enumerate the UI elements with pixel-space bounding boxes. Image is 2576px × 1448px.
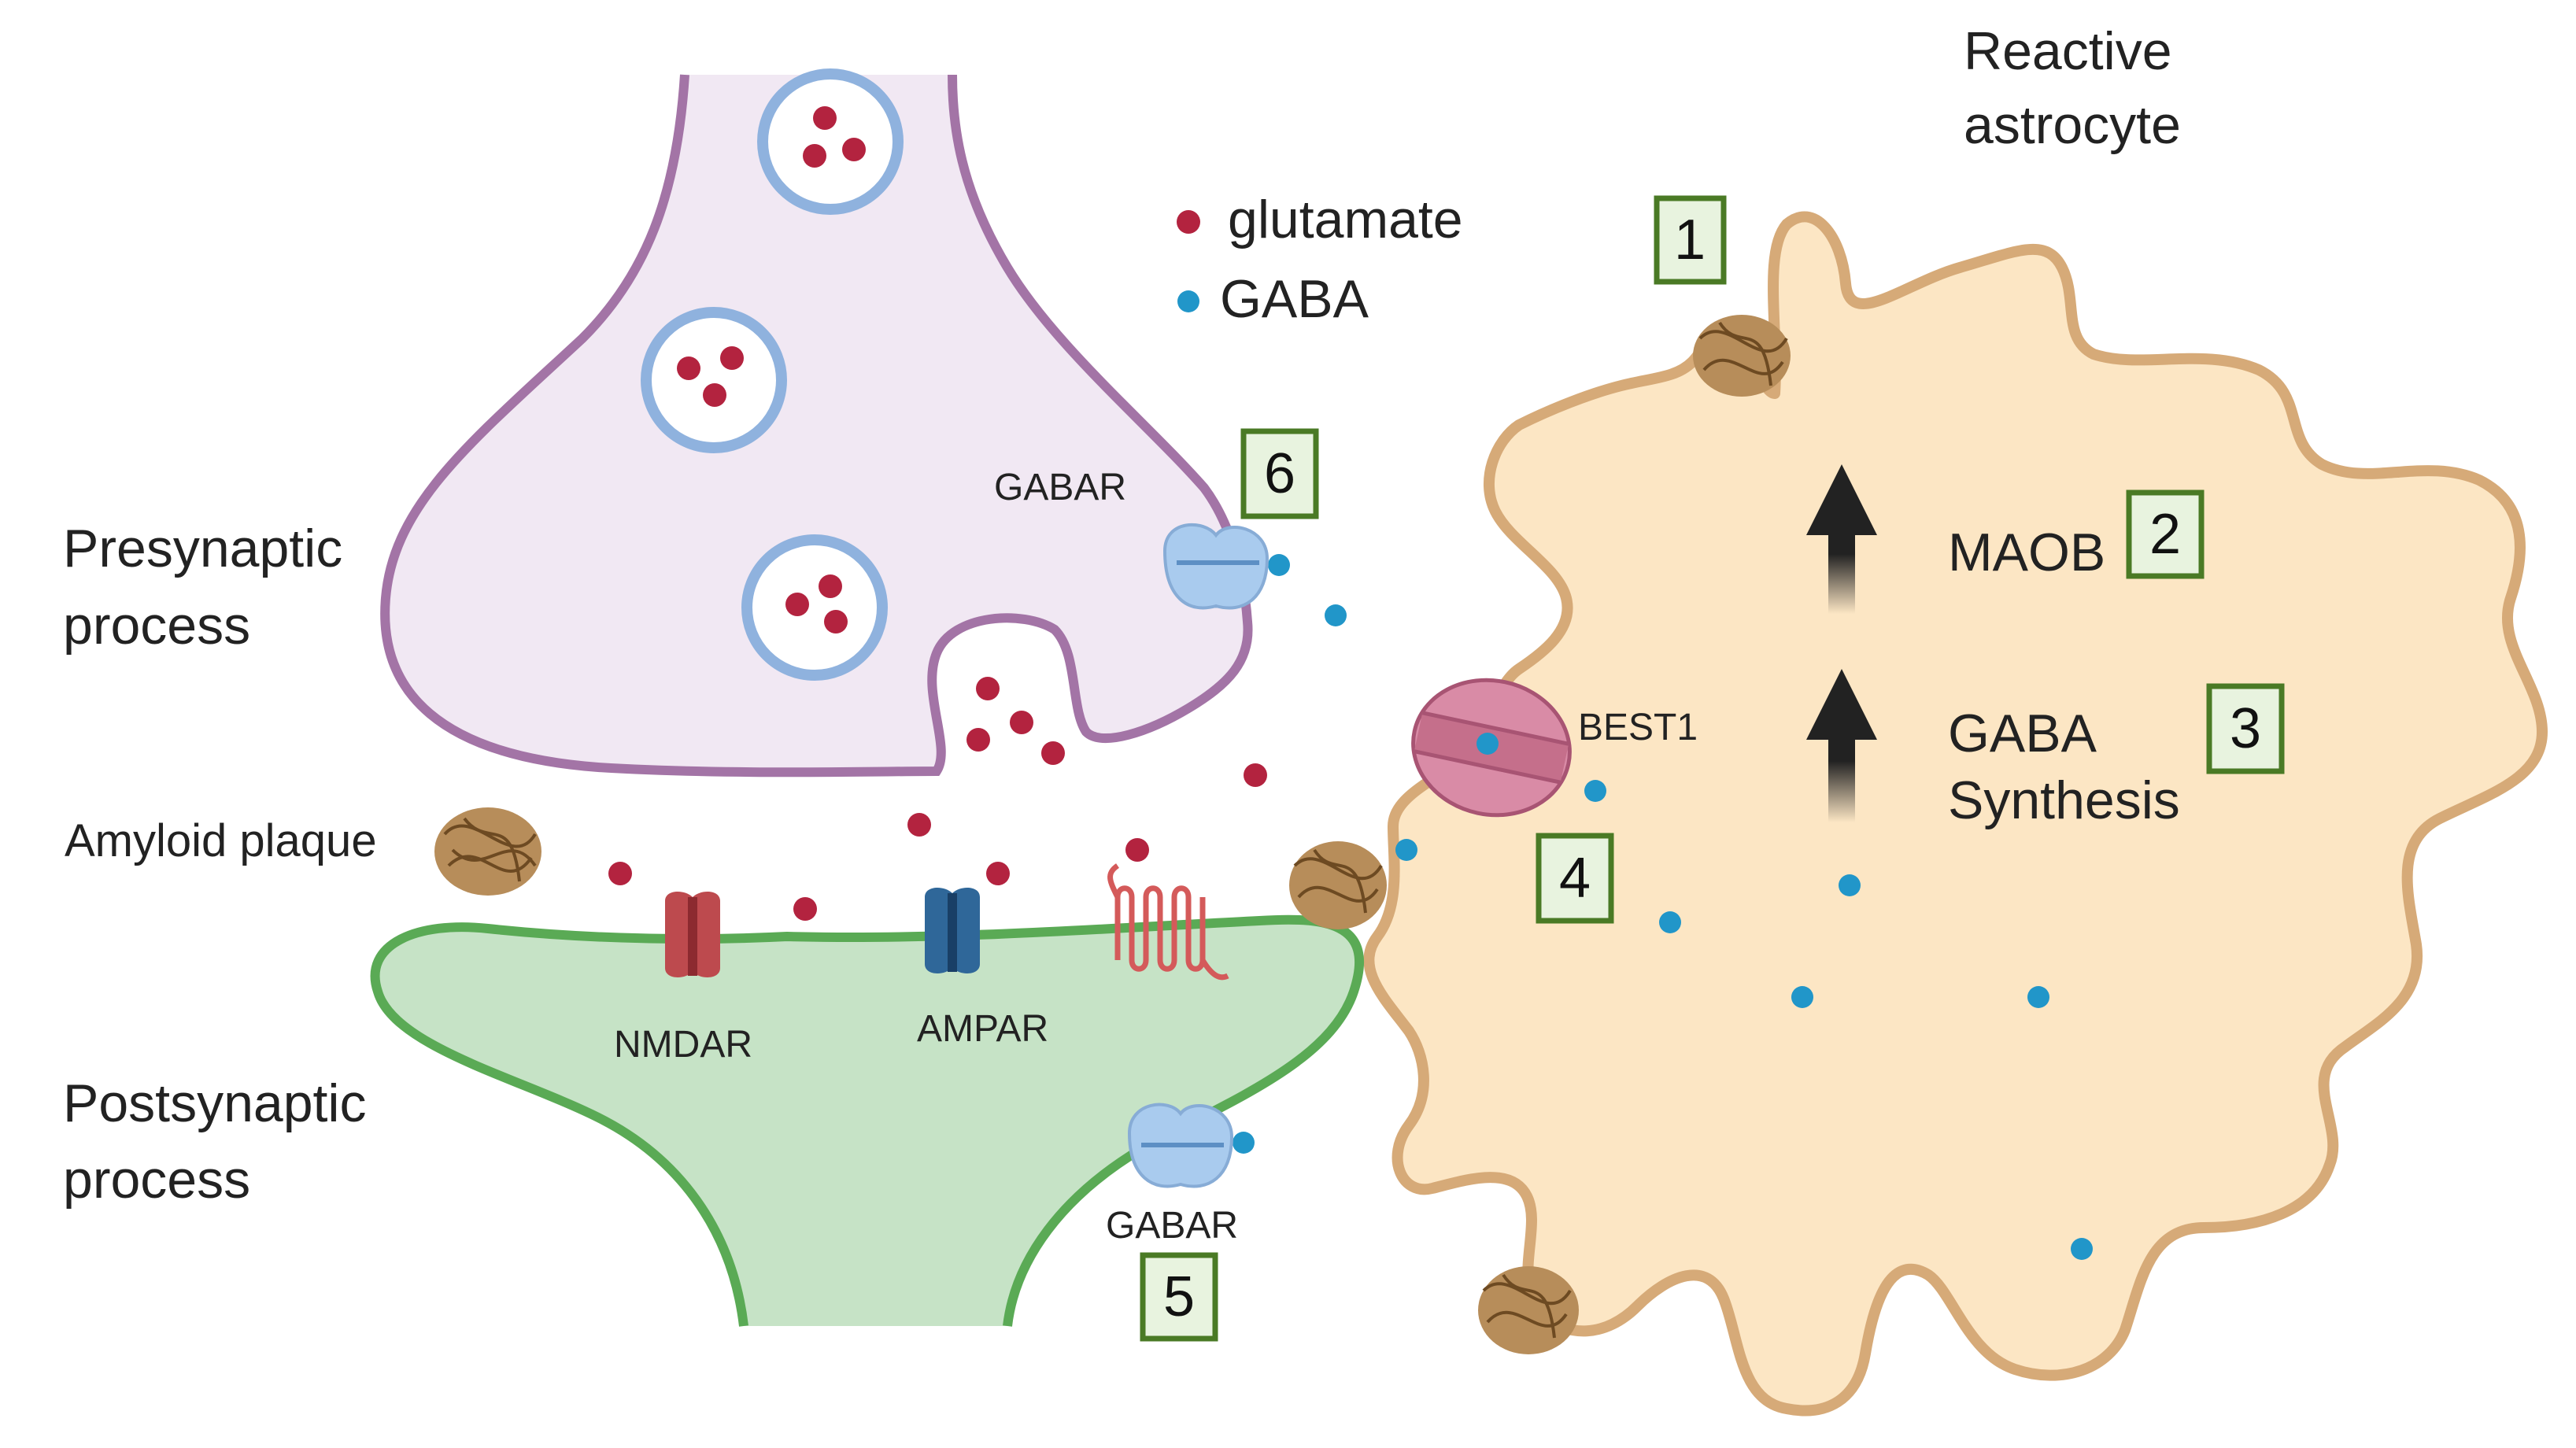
gaba-legend-dot bbox=[1177, 290, 1199, 312]
amyloid-plaque-2 bbox=[1289, 841, 1387, 929]
synaptic-vesicle-1 bbox=[757, 68, 904, 215]
svg-text:3: 3 bbox=[2230, 697, 2261, 760]
synaptic-vesicle-2 bbox=[641, 307, 787, 453]
gaba-synthesis-label-line1: GABA bbox=[1948, 704, 2097, 763]
amyloid-plaque-3 bbox=[1478, 1266, 1579, 1354]
up-arrow-icon bbox=[1806, 669, 1877, 822]
presynaptic-label-line1: Presynaptic bbox=[63, 519, 342, 578]
svg-text:1: 1 bbox=[1674, 209, 1706, 272]
best1-gaba bbox=[1476, 733, 1499, 755]
nmdar-receptor bbox=[665, 892, 720, 977]
gabar-receptor-top bbox=[1162, 523, 1270, 610]
reactive-astrocyte-label-line1: Reactive bbox=[1964, 21, 2172, 81]
svg-text:2: 2 bbox=[2149, 503, 2181, 566]
badge-4: 4 bbox=[1536, 833, 1614, 924]
synaptic-vesicle-3 bbox=[741, 534, 888, 681]
svg-text:4: 4 bbox=[1559, 847, 1591, 910]
svg-text:6: 6 bbox=[1264, 442, 1295, 505]
amyloid-plaque-1 bbox=[1693, 315, 1791, 397]
amyloid-plaque-label: Amyloid plaque bbox=[65, 815, 377, 866]
gabar-receptor-bottom bbox=[1127, 1103, 1234, 1188]
legend-glutamate-label: glutamate bbox=[1228, 190, 1463, 249]
ampar-receptor bbox=[925, 888, 980, 973]
badge-3: 3 bbox=[2206, 683, 2285, 774]
reactive-astrocyte-label-line2: astrocyte bbox=[1964, 95, 2181, 155]
legend-gaba-label: GABA bbox=[1220, 269, 1369, 329]
released-glutamate bbox=[608, 677, 1267, 921]
gaba-synthesis-label-line2: Synthesis bbox=[1948, 770, 2180, 830]
legend: glutamate GABA bbox=[1177, 190, 1463, 329]
gaba-molecules bbox=[1233, 554, 2093, 1260]
gabar-bottom-label: GABAR bbox=[1106, 1205, 1238, 1247]
postsynaptic-terminal bbox=[370, 914, 1364, 1327]
up-arrow-icon bbox=[1806, 464, 1877, 614]
svg-text:5: 5 bbox=[1163, 1265, 1195, 1328]
badge-2: 2 bbox=[2126, 489, 2205, 579]
postsynaptic-label-line2: process bbox=[63, 1150, 250, 1210]
postsynaptic-label-line1: Postsynaptic bbox=[63, 1073, 367, 1133]
nmdar-label: NMDAR bbox=[614, 1024, 752, 1066]
best1-label: BEST1 bbox=[1578, 707, 1698, 748]
badge-1: 1 bbox=[1654, 195, 1727, 285]
presynaptic-terminal bbox=[380, 74, 1253, 778]
badge-5: 5 bbox=[1140, 1252, 1218, 1342]
amyloid-plaque-legend bbox=[434, 807, 541, 896]
maob-label: MAOB bbox=[1948, 523, 2105, 582]
presynaptic-label-line2: process bbox=[63, 596, 250, 656]
ampar-label: AMPAR bbox=[917, 1008, 1048, 1050]
glutamate-legend-dot bbox=[1177, 210, 1200, 234]
gpcr-receptor bbox=[1107, 863, 1229, 981]
gabar-top-label: GABAR bbox=[994, 467, 1126, 508]
badge-6: 6 bbox=[1240, 428, 1319, 519]
